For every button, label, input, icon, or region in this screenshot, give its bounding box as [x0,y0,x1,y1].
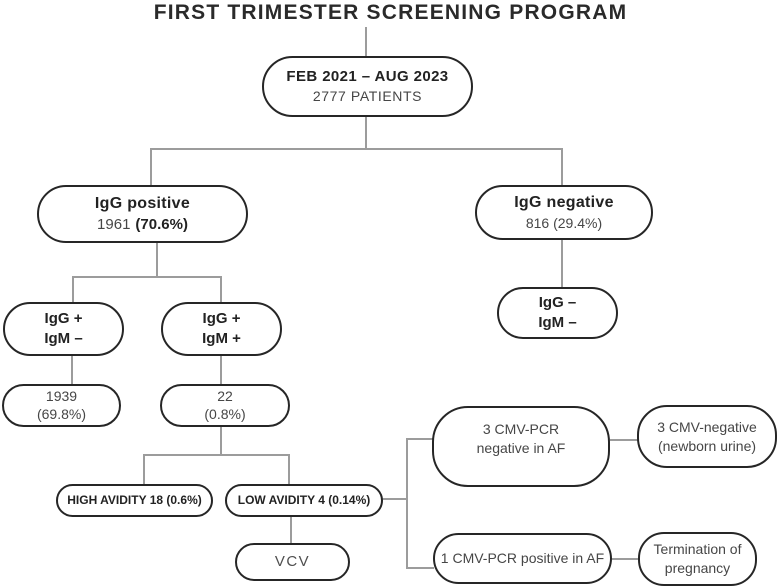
connector-iggpos-down [156,243,158,278]
connector-drop-high [143,454,145,484]
connector-root-down [365,117,367,149]
node-count-22-line2: (0.8%) [204,405,246,422]
node-igg-positive: IgG positive 1961 (70.6%) [37,185,248,243]
node-low-avidity-label: LOW AVIDITY 4 (0.14%) [237,493,371,508]
node-root: FEB 2021 – AUG 2023 2777 PATIENTS [262,56,473,117]
node-cmv-negative-newborn-line2: (newborn urine) [657,437,757,454]
node-igg-pos-igm-pos-line2: IgM + [202,330,241,347]
connector-trunk-bottom [406,567,434,569]
node-termination-line2: pregnancy [664,560,731,576]
node-low-avidity: LOW AVIDITY 4 (0.14%) [225,484,383,517]
node-igg-negative-count: 816 (29.4%) [525,214,603,231]
node-root-line1: FEB 2021 – AUG 2023 [286,67,449,85]
node-igg-pos-igm-neg-line1: IgG + [44,309,83,327]
node-termination: Termination of pregnancy [638,532,757,586]
node-count-1939-line1: 1939 [45,388,78,404]
connector-igmpos-22 [220,356,222,384]
node-igg-neg-igm-neg: IgG – IgM – [497,287,618,339]
connector-pcrneg-newborn [610,439,638,441]
connector-drop-iggpos [150,148,152,185]
node-count-22: 22 (0.8%) [160,384,290,427]
connector-avidity-span [143,454,290,456]
page-title: FIRST TRIMESTER SCREENING PROGRAM [153,1,628,24]
node-count-1939: 1939 (69.8%) [2,384,121,427]
node-count-22-line1: 22 [217,388,233,404]
connector-right-trunk [406,438,408,569]
connector-igmneg-1939 [71,356,73,384]
connector-pcrpos-term [612,558,639,560]
connector-title-root [365,27,367,56]
connector-22-down [220,427,222,455]
node-count-1939-line2: (69.8%) [36,405,87,422]
node-igg-negative: IgG negative 816 (29.4%) [475,185,653,240]
node-termination-line1: Termination of [653,541,742,558]
connector-level1-span [150,148,563,150]
connector-low-vcv [290,517,292,543]
node-root-line2: 2777 PATIENTS [312,88,423,105]
node-igg-pos-igm-neg-line2: IgM – [44,330,83,347]
node-cmv-pcr-positive-label: 1 CMV-PCR positive in AF [440,550,605,567]
node-igg-positive-count: 1961 [97,215,131,233]
connector-drop-low [288,454,290,484]
node-igg-positive-label: IgG positive [94,195,191,213]
node-high-avidity: HIGH AVIDITY 18 (0.6%) [56,484,213,517]
node-high-avidity-label: HIGH AVIDITY 18 (0.6%) [67,493,202,508]
connector-level2-span [72,276,222,278]
connector-low-right [383,498,408,500]
node-igg-positive-pct: (70.6%) [135,215,188,233]
node-vcv-label: VCV [274,552,311,570]
node-igg-neg-igm-neg-line2: IgM – [538,314,577,331]
node-cmv-pcr-positive: 1 CMV-PCR positive in AF [433,533,612,584]
connector-drop-igmneg [72,276,74,302]
node-cmv-pcr-negative-line2: negative in AF [476,439,566,456]
node-igg-pos-igm-neg: IgG + IgM – [3,302,124,356]
node-cmv-pcr-negative-line1: 3 CMV-PCR [482,421,560,437]
connector-drop-iggneg [561,148,563,185]
node-cmv-negative-newborn-line1: 3 CMV-negative [657,418,757,435]
node-igg-neg-igm-neg-line1: IgG – [538,293,577,311]
connector-trunk-top [406,438,433,440]
node-igg-pos-igm-pos-line1: IgG + [202,309,241,327]
node-cmv-negative-newborn: 3 CMV-negative (newborn urine) [637,405,777,468]
node-igg-negative-label: IgG negative [514,194,614,212]
node-cmv-pcr-negative: 3 CMV-PCR negative in AF [432,406,610,487]
connector-iggneg-down [561,240,563,288]
node-vcv: VCV [235,543,350,581]
node-igg-pos-igm-pos: IgG + IgM + [161,302,282,356]
connector-drop-igmpos [220,276,222,302]
